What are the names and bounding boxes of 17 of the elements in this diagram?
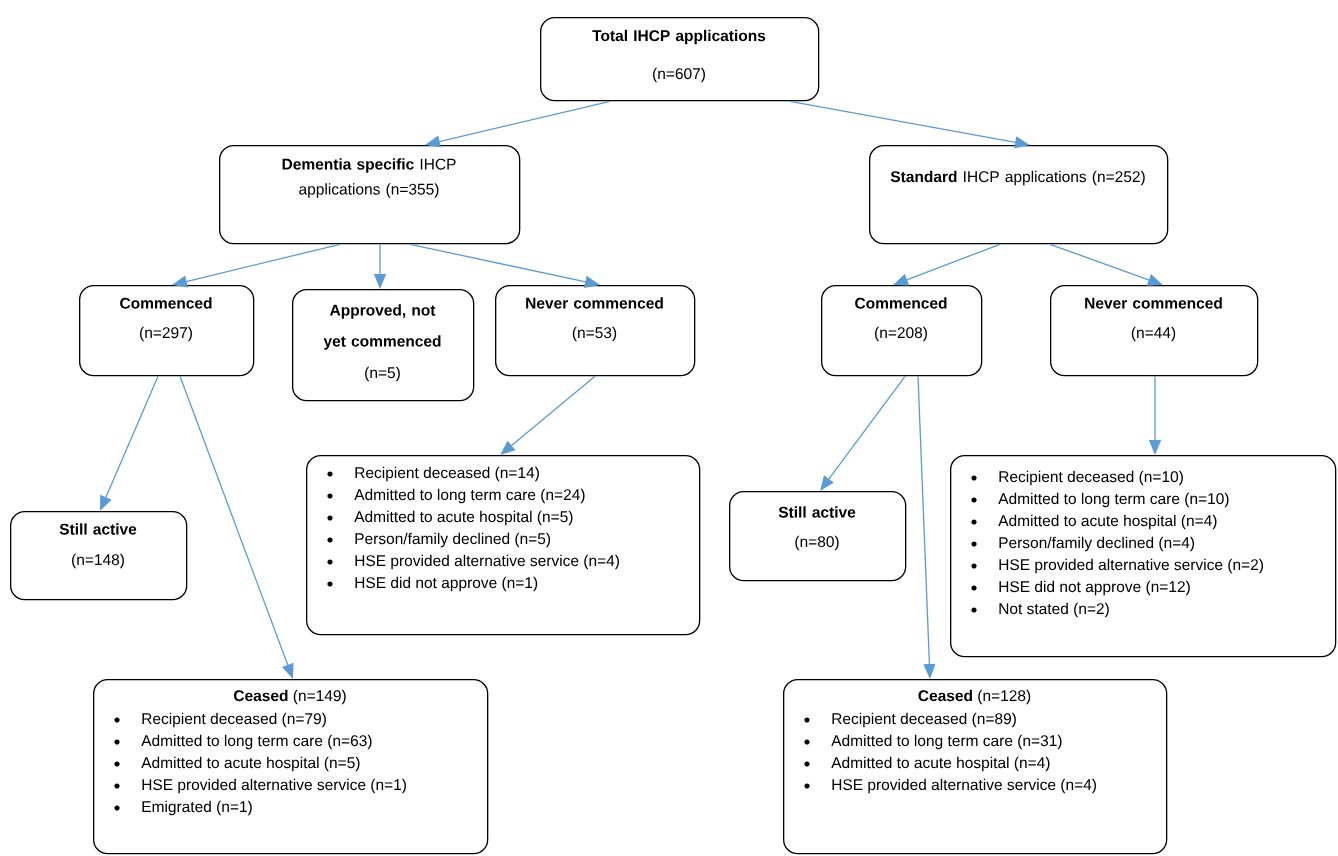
process-box: Still active (n=148) (10, 511, 188, 601)
process-box: Never commenced (n=44) (1050, 285, 1259, 377)
process-box: Commenced (n=208) (821, 285, 983, 377)
process-box: Still active (n=80) (729, 491, 907, 582)
list-box: Ceased (n=128) Recipient deceased (n=89) Admitted to long term care (n=31) Admitted to acute hospital (n=4) HSE provided alternative service (n=4) (783, 679, 1168, 855)
process-box: Approved, not yet commenced (n=5) (292, 289, 475, 402)
arrow (100, 375, 159, 511)
process-box: Commenced (n=297) (79, 285, 255, 377)
process-box: Standard IHCP applications (n=252) (869, 145, 1169, 245)
arrow (500, 375, 596, 455)
process-box: Never commenced (n=53) (495, 285, 696, 377)
list-box: Recipient deceased (n=14) Admitted to long term care (n=24) Admitted to acute hospital (n=5) Person/family declined (n=5) HSE provided alternative service (n=4) HSE did not approve (n=1) (306, 455, 701, 636)
arrow (820, 375, 906, 491)
list-box: Recipient deceased (n=10) Admitted to long term care (n=10) Admitted to acute hospital (n=4) Person/family declined (n=4) HSE provided alternative service (n=2) HSE did not approve (n=12) Not stated (n=2) (950, 455, 1337, 658)
process-box: Total IHCP applications (n=607) (540, 17, 820, 102)
process-box: Dementia specific IHCP applications (n=355) (219, 145, 521, 245)
list-box: Ceased (n=149) Recipient deceased (n=79) Admitted to long term care (n=63) Admitted to acute hospital (n=5) HSE provided alternative service (n=1) Emigrated (n=1) (93, 679, 489, 855)
